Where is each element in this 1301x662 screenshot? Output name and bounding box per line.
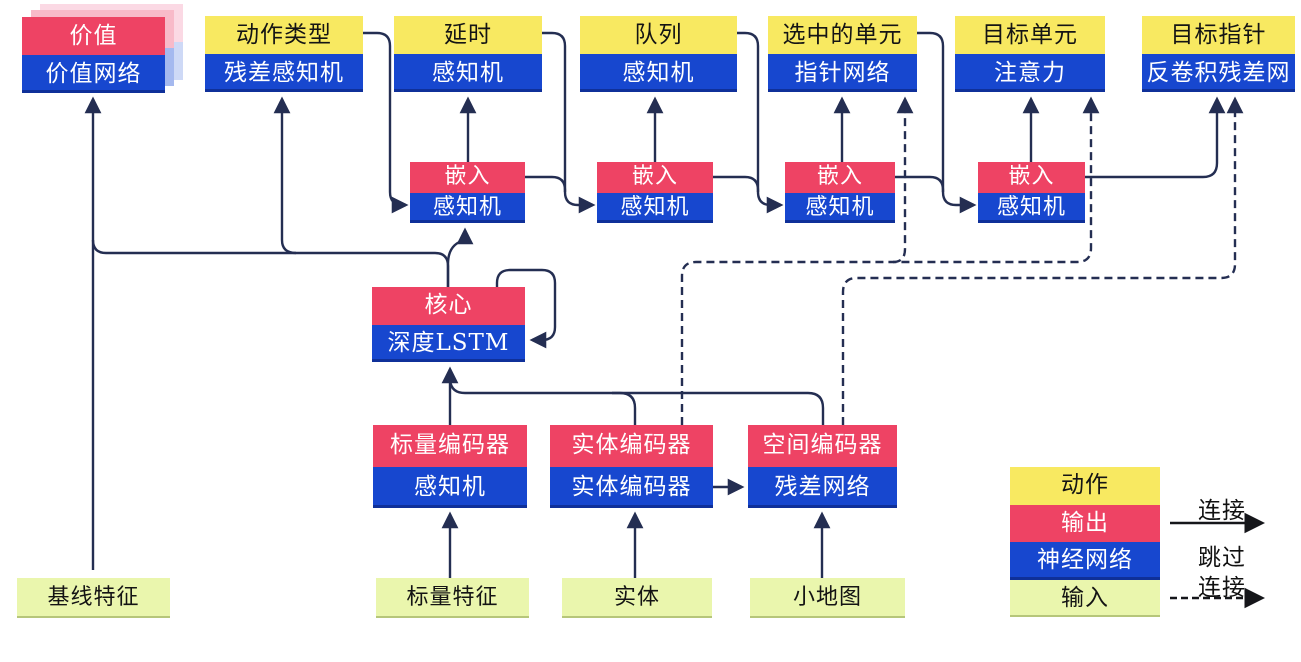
- legend-color-key: 动作 输出 神经网络 输入: [1010, 467, 1160, 617]
- minimap-label: 小地图: [750, 578, 905, 618]
- node-embed-1: 嵌入 感知机: [410, 162, 525, 223]
- delay-network-label: 感知机: [394, 54, 542, 92]
- edge-embed1-merge: [525, 175, 567, 192]
- embed-1-network-label: 感知机: [410, 192, 525, 223]
- entity-encoder-network-label: 实体编码器: [550, 466, 713, 508]
- edge-embed4-to-target-point: [1085, 96, 1226, 179]
- action-type-action-label: 动作类型: [205, 16, 363, 54]
- scalar-encoder-output-label: 标量编码器: [373, 425, 527, 467]
- embed-2-output-label: 嵌入: [597, 162, 713, 193]
- target-unit-network-label: 注意力: [955, 54, 1105, 92]
- embed-2-network-label: 感知机: [597, 192, 713, 223]
- legend-action-label: 动作: [1010, 467, 1160, 505]
- node-spatial-encoder: 空间编码器 残差网络: [748, 425, 897, 508]
- node-embed-4: 嵌入 感知机: [978, 162, 1085, 223]
- legend-output-label: 输出: [1010, 504, 1160, 542]
- edge-encoders-bus: [448, 371, 825, 425]
- target-point-action-label: 目标指针: [1142, 16, 1295, 54]
- entity-encoder-output-label: 实体编码器: [550, 425, 713, 467]
- node-value: 价值 价值网络: [22, 17, 165, 93]
- target-point-network-label: 反卷积残差网: [1142, 54, 1295, 92]
- legend-network-label: 神经网络: [1010, 542, 1160, 580]
- scalar-features-label: 标量特征: [376, 578, 529, 618]
- embed-3-output-label: 嵌入: [785, 162, 895, 193]
- node-minimap: 小地图: [750, 578, 905, 618]
- node-embed-3: 嵌入 感知机: [785, 162, 895, 223]
- embed-4-network-label: 感知机: [978, 192, 1085, 223]
- spatial-encoder-network-label: 残差网络: [748, 466, 897, 508]
- embed-3-network-label: 感知机: [785, 192, 895, 223]
- embed-4-output-label: 嵌入: [978, 162, 1085, 193]
- edge-entity-encoder-merge: [612, 391, 637, 425]
- embed-1-output-label: 嵌入: [410, 162, 525, 193]
- scalar-encoder-network-label: 感知机: [373, 466, 527, 508]
- legend-skip-label-line2: 连接: [1198, 575, 1246, 601]
- queue-action-label: 队列: [580, 16, 737, 54]
- node-entities: 实体: [562, 578, 712, 618]
- selected-units-network-label: 指针网络: [768, 54, 917, 92]
- node-target-point: 目标指针 反卷积残差网: [1142, 16, 1295, 92]
- entities-label: 实体: [562, 578, 712, 618]
- baseline-features-label: 基线特征: [17, 578, 170, 618]
- node-entity-encoder: 实体编码器 实体编码器: [550, 425, 713, 508]
- node-delay: 延时 感知机: [394, 16, 542, 92]
- node-embed-2: 嵌入 感知机: [597, 162, 713, 223]
- queue-network-label: 感知机: [580, 54, 737, 92]
- edge-core-to-action-type: [273, 96, 297, 255]
- selected-units-action-label: 选中的单元: [768, 16, 917, 54]
- target-unit-action-label: 目标单元: [955, 16, 1105, 54]
- value-output-label: 价值: [22, 17, 165, 55]
- value-network-label: 价值网络: [22, 55, 165, 93]
- core-output-label: 核心: [372, 287, 525, 325]
- node-target-unit: 目标单元 注意力: [955, 16, 1105, 92]
- edge-embed3-merge: [895, 175, 945, 192]
- edge-core-output-left: [91, 239, 450, 287]
- node-action-type: 动作类型 残差感知机: [205, 16, 363, 92]
- node-scalar-features: 标量特征: [376, 578, 529, 618]
- edge-embed2-merge: [713, 175, 760, 192]
- legend-skip-label-line1: 跳过: [1198, 545, 1246, 571]
- edge-skip-spatial-to-target-point: [841, 96, 1244, 425]
- node-core: 核心 深度LSTM: [372, 287, 525, 362]
- legend-connection-label: 连接: [1198, 498, 1246, 524]
- node-baseline-features: 基线特征: [17, 578, 170, 618]
- node-selected-units: 选中的单元 指针网络: [768, 16, 917, 92]
- node-queue: 队列 感知机: [580, 16, 737, 92]
- delay-action-label: 延时: [394, 16, 542, 54]
- edge-skip-entity-to-target-unit: [680, 96, 1100, 425]
- legend-input-label: 输入: [1010, 579, 1160, 617]
- core-network-label: 深度LSTM: [372, 324, 525, 362]
- action-type-network-label: 残差感知机: [205, 54, 363, 92]
- spatial-encoder-output-label: 空间编码器: [748, 425, 897, 467]
- edge-core-to-embed1: [446, 227, 474, 287]
- node-scalar-encoder: 标量编码器 感知机: [373, 425, 527, 508]
